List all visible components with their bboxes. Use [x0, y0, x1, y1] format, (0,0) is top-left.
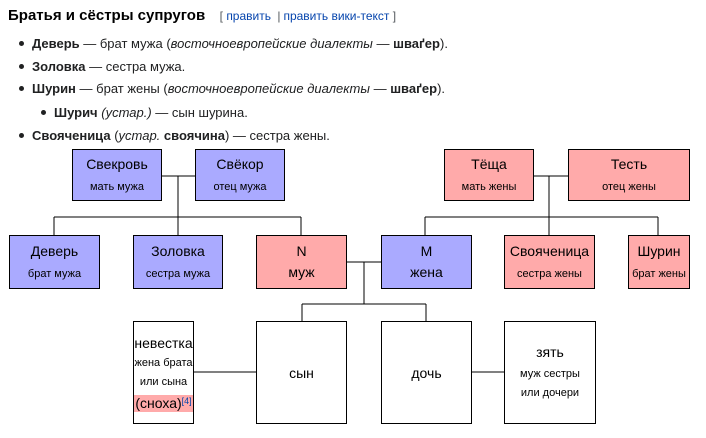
term: своячина	[163, 128, 225, 143]
section-title: Братья и сёстры супругов	[8, 7, 206, 24]
node-svekor: Свёкор отец мужа	[195, 149, 285, 201]
node-dever: Деверь брат мужа	[9, 235, 100, 289]
node-name: Свёкор	[216, 156, 264, 172]
node-desc: или дочери	[520, 386, 580, 399]
term: Свояченица	[32, 128, 111, 143]
bullet-icon	[41, 110, 46, 115]
node-wife: M жена	[381, 235, 472, 289]
list-item-zolovka: Золовка — сестра мужа.	[19, 58, 186, 75]
edit-links: [ править |править вики-текст ]	[220, 9, 396, 23]
snoha-label: (сноха)[4]	[134, 394, 193, 412]
node-test: Тесть отец жены	[568, 149, 690, 201]
node-desc: мать жены	[461, 181, 517, 193]
term: Шурич	[54, 105, 98, 120]
definition-text: — сын шурина.	[151, 105, 248, 120]
bracket-open: [	[219, 9, 223, 23]
bullet-icon	[19, 86, 24, 91]
node-name: сын	[289, 364, 314, 381]
node-desc: муж сестры	[520, 367, 580, 380]
node-son: сын	[256, 321, 347, 424]
list-item-svoyachenitsa: Свояченица (устар. своячина) — сестра же…	[19, 127, 330, 144]
list-item-shurich: Шурич (устар.) — сын шурина.	[41, 104, 248, 121]
bracket-close: ]	[392, 9, 397, 23]
node-daughter: дочь	[381, 321, 472, 424]
definition-text: —	[369, 81, 391, 96]
definition-text: — брат жены (	[75, 81, 168, 96]
node-desc: отец мужа	[213, 181, 267, 193]
term: Шурин	[32, 81, 76, 96]
node-name: Деверь	[30, 243, 79, 259]
list-item-dever: Деверь — брат мужа (восточноевропейские …	[19, 35, 448, 52]
definition-text: ).	[439, 36, 448, 51]
node-desc: брат мужа	[27, 268, 82, 280]
bullet-icon	[19, 64, 24, 69]
archaic-note: устар.	[118, 128, 161, 143]
node-tyoshcha: Тёща мать жены	[444, 149, 534, 201]
node-name: N	[296, 243, 307, 259]
node-name: невестка	[134, 334, 193, 351]
edit-link[interactable]: править	[226, 9, 271, 23]
node-desc: жена	[410, 264, 443, 280]
reference-link[interactable]: [4]	[181, 395, 192, 406]
term: шваґер	[393, 36, 440, 51]
edit-separator: |	[277, 9, 281, 23]
definition-text: — сестра мужа.	[85, 59, 186, 74]
definition-text: ) — сестра жены.	[224, 128, 330, 143]
node-desc: муж	[288, 264, 315, 280]
node-desc: жена брата	[134, 356, 193, 369]
node-name: дочь	[411, 364, 442, 381]
node-desc: отец жены	[602, 181, 656, 193]
section-heading: Братья и сёстры супругов [ править |прав…	[8, 7, 396, 25]
node-name: M	[420, 243, 433, 259]
dialect-note: восточноевропейские диалекты	[170, 36, 373, 51]
node-name: Свекровь	[86, 156, 148, 172]
list-item-shurin: Шурин — брат жены (восточноевропейские д…	[19, 80, 446, 97]
node-name: Шурин	[637, 243, 681, 259]
node-desc: сестра жены	[517, 268, 582, 280]
node-svoyachenitsa: Свояченица сестра жены	[504, 235, 595, 289]
node-desc: мать мужа	[89, 181, 145, 193]
node-shurin: Шурин брат жены	[628, 235, 690, 289]
node-name: Золовка	[151, 243, 205, 259]
bullet-icon	[19, 41, 24, 46]
node-desc: брат жены	[632, 268, 686, 280]
alt-name: (сноха)	[135, 394, 182, 411]
term: Золовка	[32, 59, 86, 74]
node-desc: сестра мужа	[145, 268, 211, 280]
archaic-note: (устар.)	[101, 105, 152, 120]
node-svekrov: Свекровь мать мужа	[72, 149, 162, 201]
node-nevestka: невестка жена брата или сына (сноха)[4]	[133, 321, 194, 424]
bullet-icon	[19, 133, 24, 138]
node-zyat: зять муж сестры или дочери	[504, 321, 596, 424]
definition-text: —	[372, 36, 394, 51]
definition-text: (	[110, 128, 119, 143]
node-name: Тёща	[471, 156, 507, 172]
node-name: Тесть	[610, 156, 648, 172]
node-zolovka: Золовка сестра мужа	[133, 235, 223, 289]
node-name: Свояченица	[509, 243, 590, 259]
node-name: зять	[536, 343, 564, 360]
node-desc: или сына	[139, 375, 188, 388]
dialect-note: восточноевропейские диалекты	[167, 81, 370, 96]
term: Деверь	[32, 36, 80, 51]
node-husband: N муж	[256, 235, 347, 289]
edit-source-link[interactable]: править вики-текст	[283, 9, 390, 23]
definition-text: ).	[437, 81, 446, 96]
term: шваґер	[390, 81, 438, 96]
definition-text: — брат мужа (	[79, 36, 171, 51]
